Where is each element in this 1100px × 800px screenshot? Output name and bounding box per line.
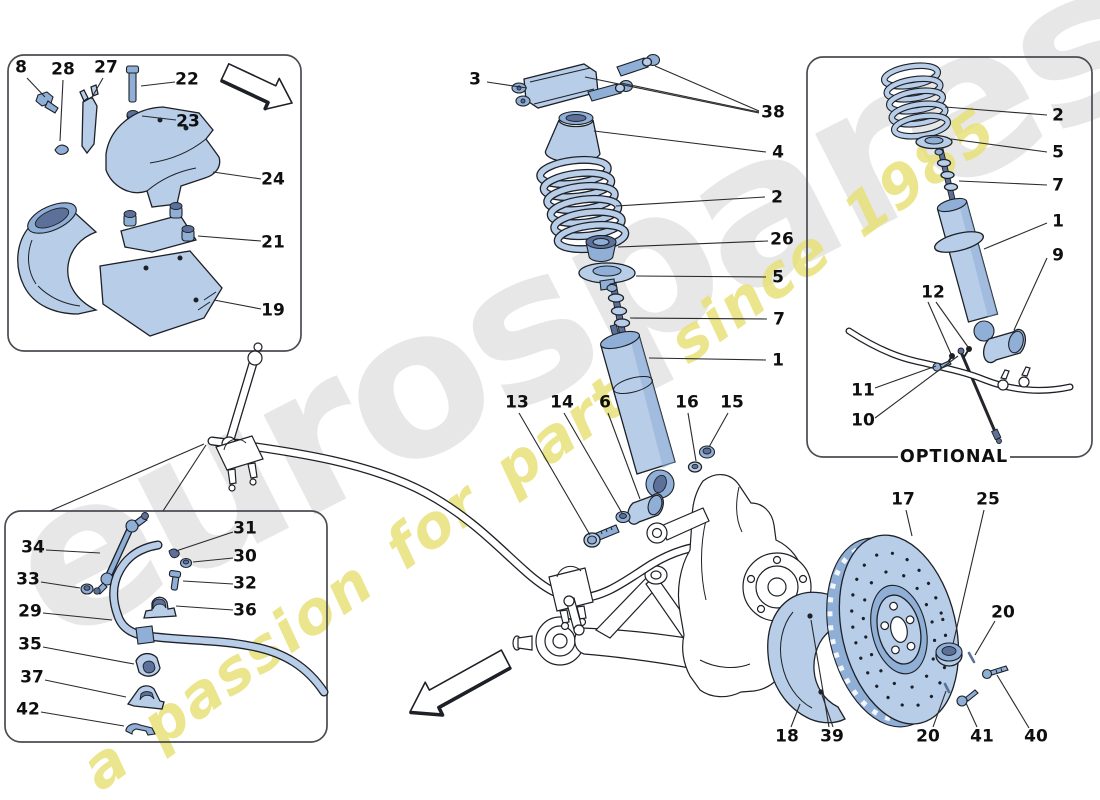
anti-roll-bar-main bbox=[207, 436, 714, 636]
mount-bolt-13 bbox=[583, 524, 620, 548]
lower-bushing-6 bbox=[627, 493, 664, 525]
washer-16 bbox=[687, 461, 703, 473]
callout-lines bbox=[26, 65, 1048, 729]
nut-30 bbox=[179, 557, 193, 569]
dust-boot-4 bbox=[544, 110, 601, 163]
bar-bushing-36 bbox=[143, 596, 177, 619]
drop-link-main bbox=[215, 342, 264, 492]
pin-20-lower bbox=[943, 682, 951, 694]
spring-seat-5 bbox=[578, 262, 636, 291]
screws-12 bbox=[946, 346, 972, 365]
optional-rod-spacers-7 bbox=[934, 148, 959, 201]
optional-bushing-9 bbox=[982, 328, 1027, 364]
wheelarch-shield-24 bbox=[105, 106, 221, 208]
optional-spring-seat-5 bbox=[915, 134, 953, 150]
top-mount-bolts-38 bbox=[587, 53, 661, 102]
bolt-22 bbox=[125, 65, 140, 103]
washer-14 bbox=[615, 510, 631, 524]
washer-33 bbox=[80, 583, 94, 595]
nut-15 bbox=[698, 445, 716, 459]
bar-bushing-35 bbox=[135, 652, 161, 677]
bar-bracket-37 bbox=[126, 685, 165, 710]
shock-absorber-1 bbox=[600, 323, 676, 499]
optional-kit-box-frame bbox=[806, 56, 1093, 458]
brake-assembly bbox=[767, 534, 1009, 728]
bolt-32 bbox=[168, 569, 182, 591]
anti-roll-bar-parts bbox=[80, 512, 329, 736]
clip-28 bbox=[54, 144, 69, 156]
pin-20-upper bbox=[967, 651, 976, 664]
air-intake-duct-19 bbox=[17, 202, 223, 337]
direction-arrow-icon bbox=[220, 63, 293, 111]
box-callout-guide-lines bbox=[49, 443, 207, 512]
support-bracket-21 bbox=[120, 202, 198, 253]
anti-roll-bar-box-frame bbox=[4, 510, 328, 743]
bolt-11 bbox=[932, 360, 952, 372]
optional-shock-absorber-1 bbox=[934, 197, 999, 342]
shock-absorber-stack bbox=[511, 53, 716, 548]
drop-link-34 bbox=[93, 512, 149, 595]
bolt-41 bbox=[956, 689, 979, 707]
optional-coil-spring-2 bbox=[880, 62, 952, 140]
shock-top-mount-3 bbox=[511, 63, 599, 109]
intake-shield-box-frame bbox=[7, 54, 302, 352]
anti-roll-bar-29 bbox=[109, 540, 329, 697]
box-frames bbox=[4, 54, 1093, 743]
retainer-clip-42 bbox=[125, 723, 156, 736]
intake-shield-parts bbox=[17, 65, 223, 337]
coil-spring-2 bbox=[536, 155, 630, 254]
bolt-40 bbox=[981, 665, 1009, 680]
optional-kit-parts bbox=[845, 62, 1074, 444]
direction-arrow-icon bbox=[409, 649, 512, 717]
adjustment-cable-10 bbox=[957, 347, 1002, 444]
bolt-8 bbox=[35, 91, 59, 114]
piston-rod-spacers-7 bbox=[606, 282, 631, 337]
hub-cap-25 bbox=[935, 642, 963, 667]
bracket-strip-27 bbox=[79, 84, 99, 155]
brake-disc-17 bbox=[826, 534, 960, 728]
optional-label-mask bbox=[898, 446, 1010, 467]
bump-stop-26 bbox=[585, 234, 617, 263]
main-suspension-view bbox=[207, 342, 820, 698]
wiring-harness bbox=[845, 327, 1074, 394]
